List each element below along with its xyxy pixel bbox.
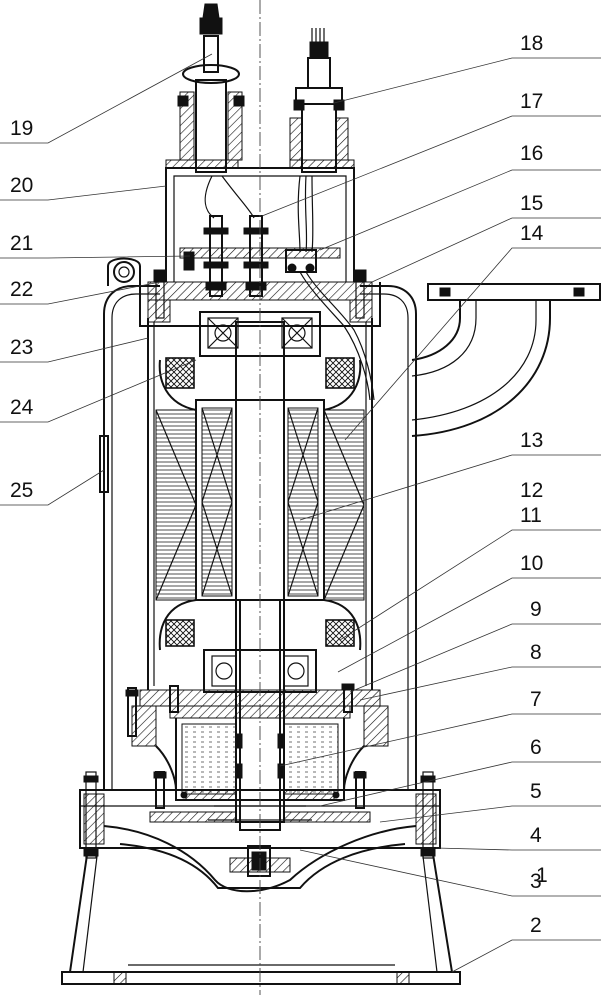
label-25: 25 [10, 479, 33, 502]
label-8: 8 [530, 641, 542, 664]
label-21: 21 [10, 232, 33, 255]
label-13: 13 [520, 429, 543, 452]
label-14: 14 [520, 222, 544, 245]
label-4: 4 [530, 824, 542, 847]
label-3: 3 [530, 870, 542, 893]
terminal-right [243, 215, 269, 297]
label-19: 19 [10, 117, 33, 140]
pump-volute [79, 771, 441, 893]
label-17: 17 [520, 90, 543, 113]
stator [155, 357, 365, 651]
label-7: 7 [530, 688, 542, 711]
label-20: 20 [10, 174, 33, 197]
label-9: 9 [530, 598, 542, 621]
label-1: 1 [536, 864, 548, 887]
cable-entry-left [177, 3, 245, 173]
label-22: 22 [10, 278, 33, 301]
label-15: 15 [520, 192, 543, 215]
motor-housing [125, 318, 389, 791]
cable-entry-right [289, 28, 349, 173]
label-11: 11 [520, 504, 542, 527]
label-12: 12 [520, 479, 543, 502]
base-stand [61, 847, 461, 985]
terminal-left [203, 215, 229, 297]
label-2: 2 [530, 914, 542, 937]
label-10: 10 [520, 552, 543, 575]
leader-lines [0, 53, 601, 973]
motor-shell [99, 257, 417, 790]
label-5: 5 [530, 780, 542, 803]
label-24: 24 [10, 396, 34, 419]
label-18: 18 [520, 32, 543, 55]
junction-box [165, 159, 375, 401]
label-16: 16 [520, 142, 543, 165]
label-23: 23 [10, 336, 33, 359]
outlet-elbow [411, 283, 601, 437]
label-6: 6 [530, 736, 542, 759]
part-labels: 18 17 16 15 14 13 12 11 10 9 8 7 6 5 4 3… [10, 32, 548, 937]
